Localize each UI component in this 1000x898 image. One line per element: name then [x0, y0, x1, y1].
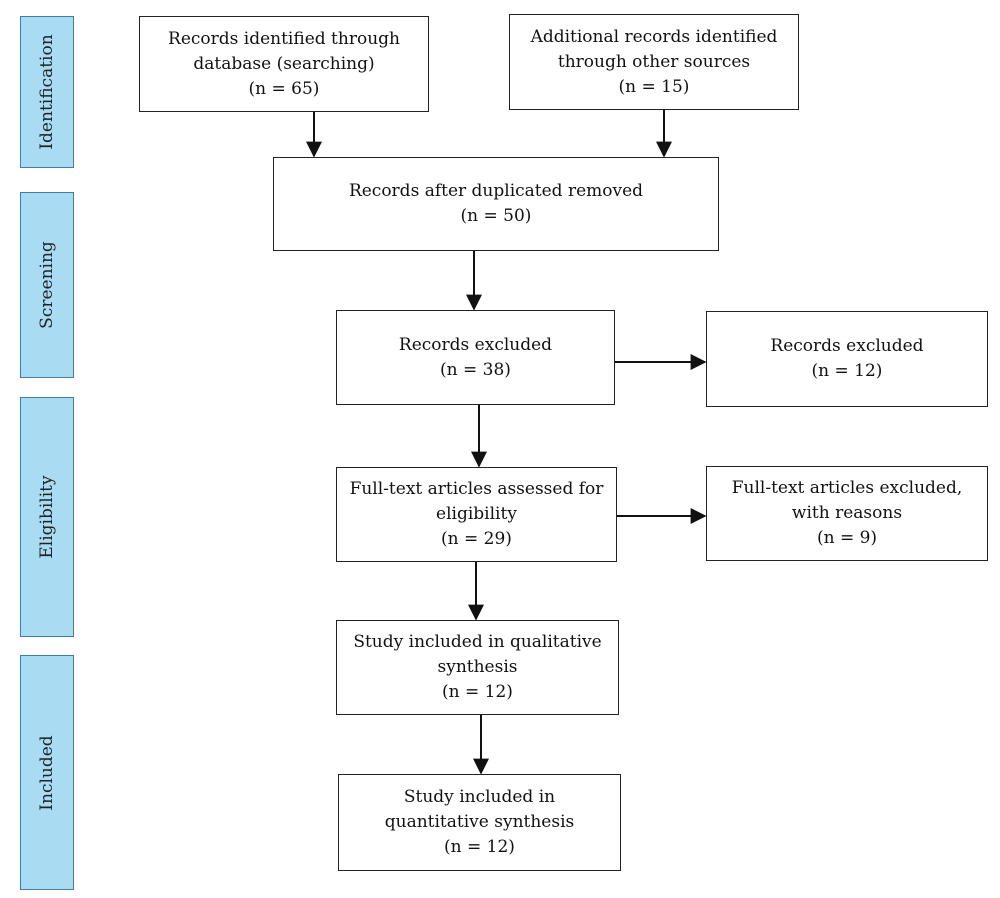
box-screened-line-1: Records excluded: [398, 334, 553, 355]
box-qualitative-synthesis: Study included in qualitative synthesis …: [336, 620, 619, 715]
box-fulltext-line-1: Full-text articles assessed for: [349, 479, 604, 499]
box-screened-count: (n = 38): [440, 359, 511, 380]
box-qualitative-line-1: Study included in qualitative: [353, 632, 602, 652]
box-other-sources: Additional records identified through ot…: [509, 14, 799, 110]
box-qualitative-line-2: synthesis: [437, 657, 518, 677]
box-duplicates-removed: Records after duplicated removed (n = 50…: [273, 157, 719, 251]
phase-eligibility: Eligibility: [20, 397, 74, 637]
box-quantitative-line-1: Study included in: [403, 787, 556, 807]
phase-identification: Identification: [20, 16, 74, 168]
box-duplicates-count: (n = 50): [460, 206, 532, 226]
box-database-count: (n = 65): [248, 78, 320, 99]
box-fulltext-excluded-count: (n = 9): [816, 528, 878, 548]
box-database-line-1: Records identified through: [168, 28, 400, 49]
box-other-line-2: through other sources: [557, 51, 751, 72]
box-fulltext-assessed: Full-text articles assessed for eligibil…: [336, 467, 617, 562]
box-qualitative-count: (n = 12): [442, 682, 513, 702]
box-fulltext-excluded: Full-text articles excluded, with reason…: [706, 466, 988, 561]
box-fulltext-line-2: eligibility: [436, 504, 517, 524]
phase-included: Included: [20, 655, 74, 890]
box-quantitative-synthesis: Study included in quantitative synthesis…: [338, 774, 621, 871]
box-excluded-count: (n = 12): [811, 361, 883, 381]
box-other-count: (n = 15): [618, 76, 690, 97]
box-excluded-line-1: Records excluded: [770, 336, 924, 356]
phase-screening: Screening: [20, 192, 74, 378]
box-fulltext-count: (n = 29): [441, 529, 512, 549]
box-database-records: Records identified through database (sea…: [139, 16, 429, 112]
box-duplicates-line-1: Records after duplicated removed: [348, 181, 644, 201]
box-records-excluded: Records excluded (n = 12): [706, 311, 988, 407]
box-quantitative-line-2: quantitative synthesis: [384, 812, 575, 832]
box-quantitative-count: (n = 12): [444, 837, 515, 857]
box-fulltext-excluded-line-2: with reasons: [791, 503, 903, 523]
box-other-line-1: Additional records identified: [530, 26, 778, 47]
box-database-line-2: database (searching): [193, 53, 375, 74]
box-fulltext-excluded-line-1: Full-text articles excluded,: [731, 478, 963, 498]
